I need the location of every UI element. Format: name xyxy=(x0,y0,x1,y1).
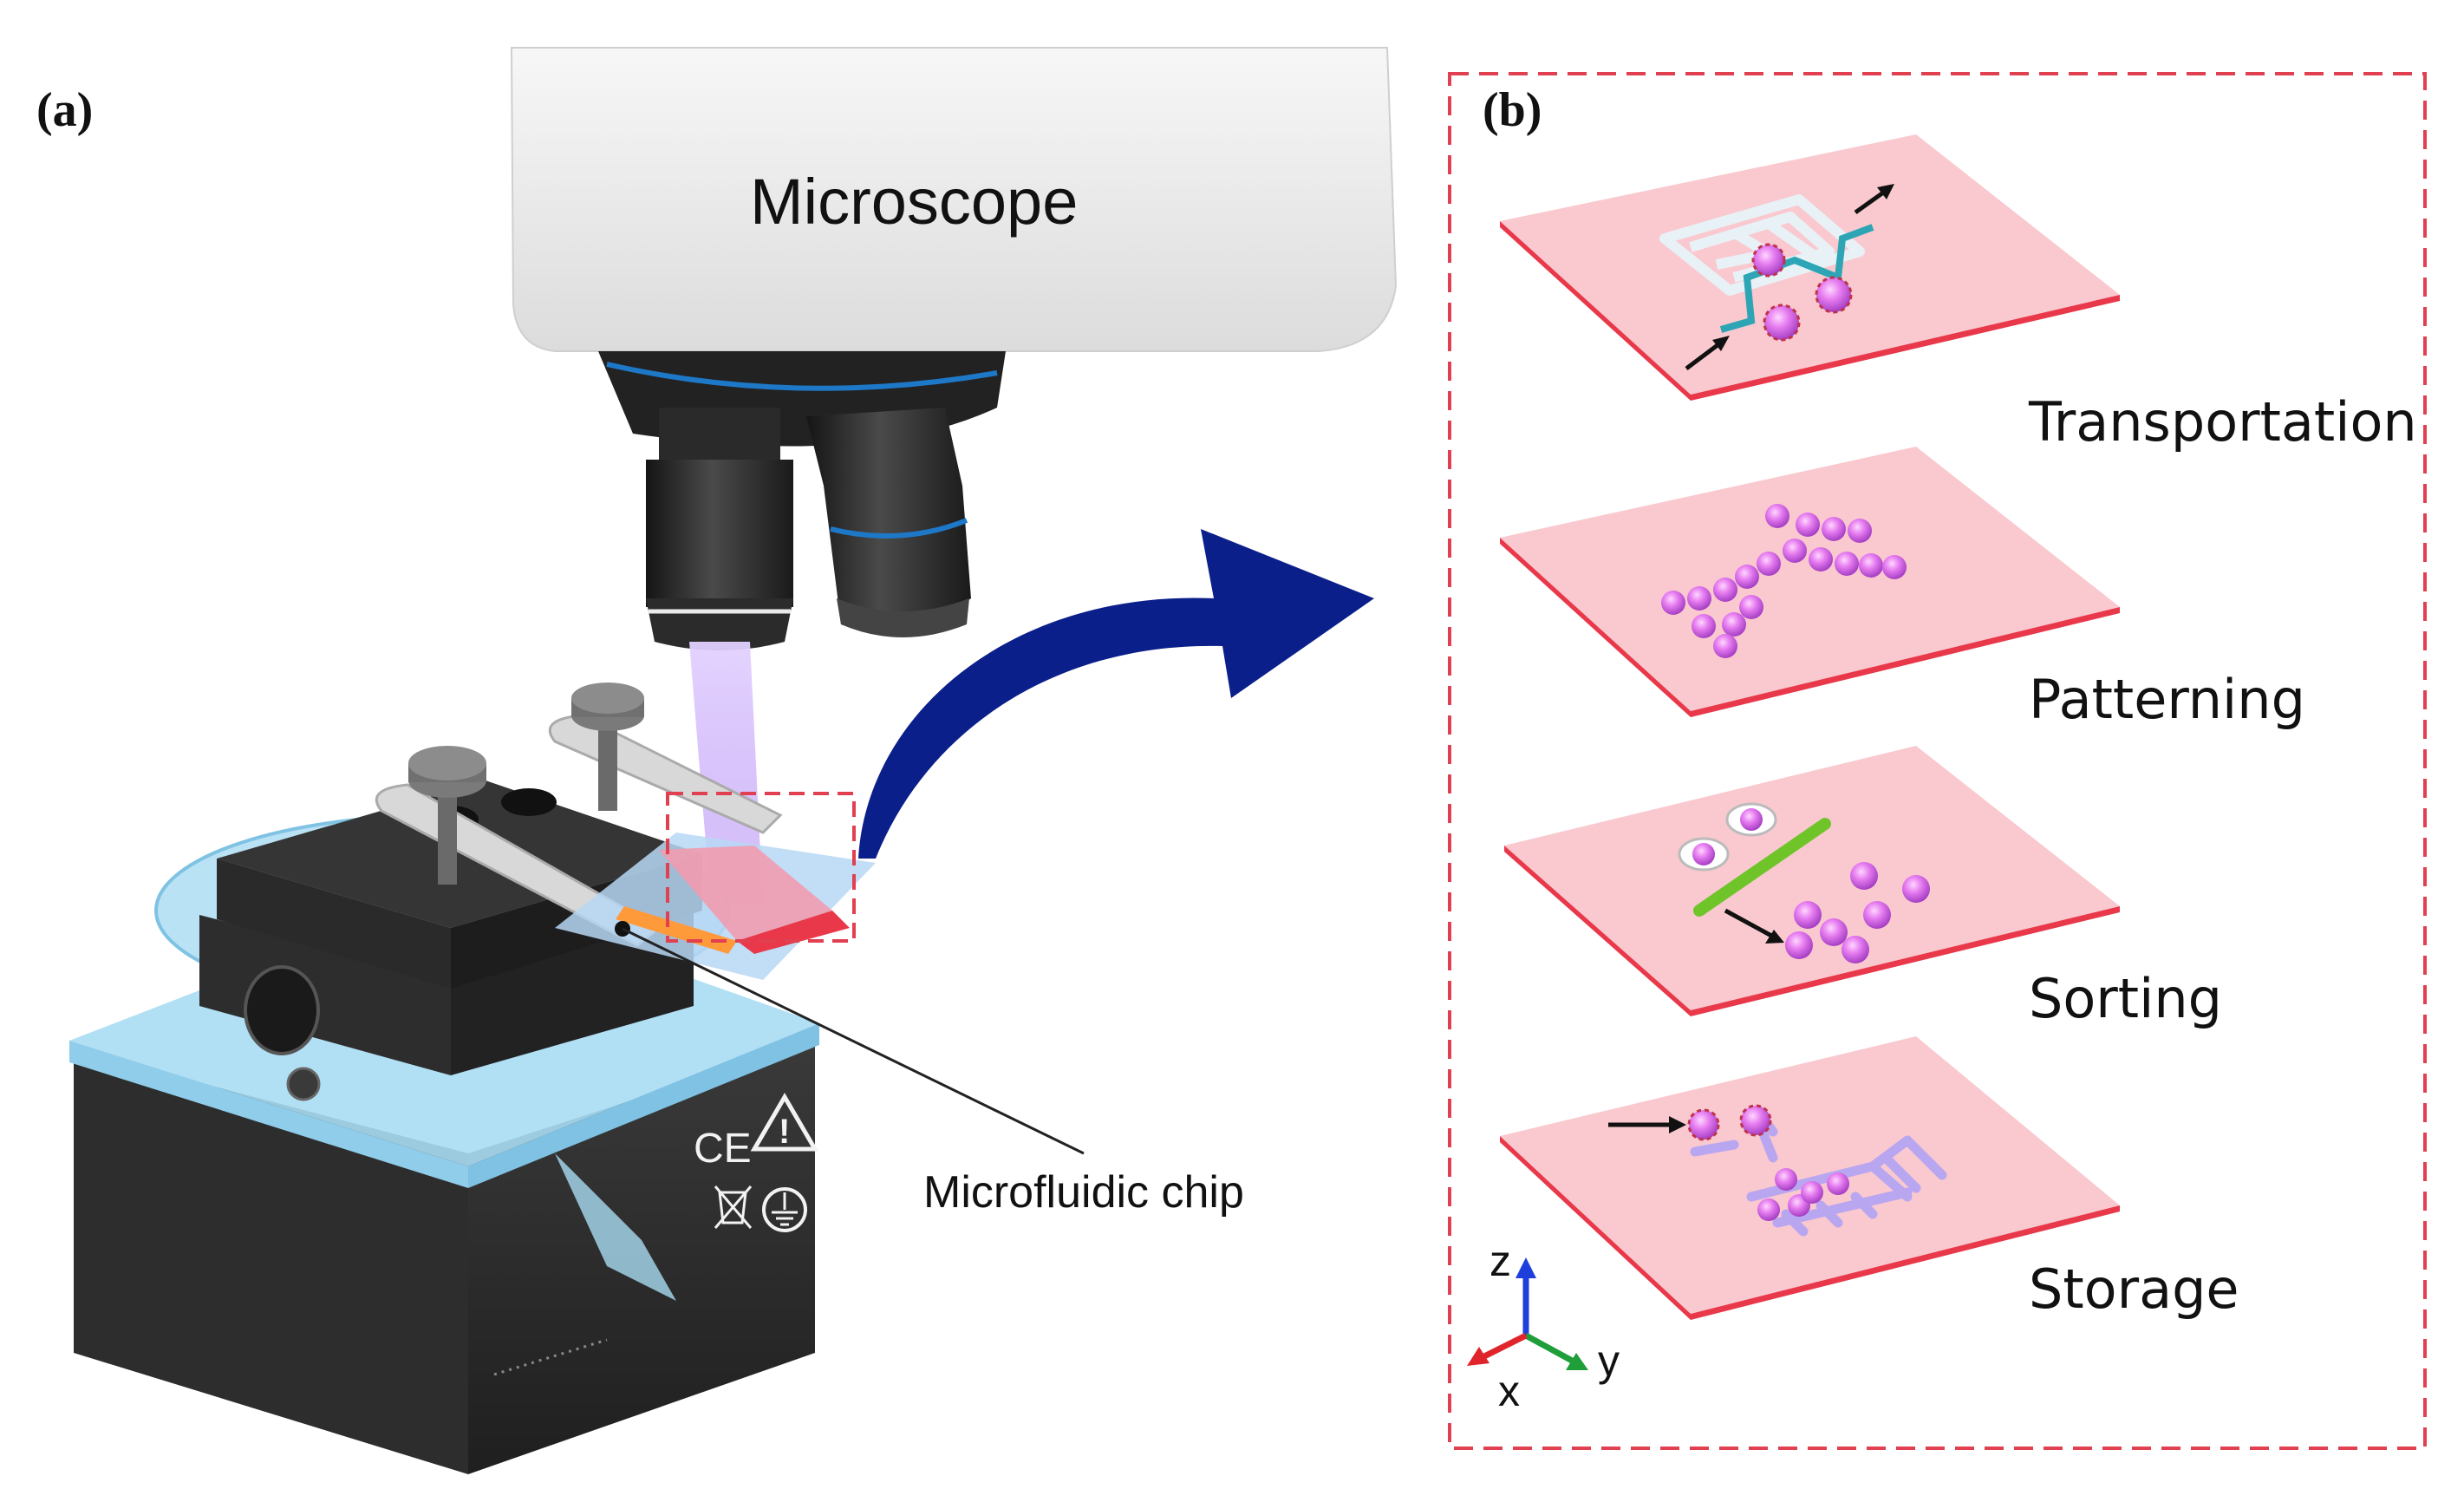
thumb-screw-right xyxy=(571,682,644,811)
storage-chambers xyxy=(1690,1109,1947,1237)
svg-text:!: ! xyxy=(779,1113,790,1151)
panel-b xyxy=(1448,72,2427,1450)
operation-label-patterning: Patterning xyxy=(2029,668,2305,731)
y-axis xyxy=(1524,1332,1575,1365)
microscope-body xyxy=(510,47,1398,352)
microfluidic-chip xyxy=(555,833,876,980)
thumb-screw-left xyxy=(408,746,486,885)
warning-icon xyxy=(750,1093,819,1152)
ground-icon xyxy=(762,1187,807,1232)
patterning-illustration xyxy=(1500,447,2120,717)
operation-label-sorting: Sorting xyxy=(2029,967,2222,1030)
microscope-label: Microscope xyxy=(750,166,1079,238)
maze xyxy=(1659,194,1865,296)
panel-a: CE ! xyxy=(69,47,1398,1474)
y-axis-label: y xyxy=(1598,1336,1620,1385)
inlet-arrow xyxy=(1685,341,1723,370)
objective-lens-secondary xyxy=(806,408,971,637)
transportation-illustration xyxy=(1500,134,2120,401)
objective-lens-primary xyxy=(646,408,793,650)
operation-label-transportation: Transportation xyxy=(2029,390,2417,454)
panel-b-label: (b) xyxy=(1483,83,1542,137)
x-axis-label: x xyxy=(1498,1367,1520,1415)
side-knob xyxy=(244,965,320,1055)
chip-leader-line xyxy=(622,927,1085,1155)
zoom-arrow xyxy=(858,529,1374,859)
sorting-arrow xyxy=(1724,908,1775,939)
sorter-bar xyxy=(1693,818,1831,917)
storage-illustration xyxy=(1500,1036,2120,1320)
outlet-arrow xyxy=(1854,188,1887,215)
microscope xyxy=(510,47,1398,650)
ce-mark: CE xyxy=(694,1126,752,1172)
z-axis-label: z xyxy=(1489,1237,1511,1285)
patterned-particles xyxy=(1661,504,1907,658)
transport-channel xyxy=(1719,224,1874,333)
panel-a-label: (a) xyxy=(36,83,94,137)
zoom-region-box xyxy=(666,792,856,943)
microfluidic-chip-label: Microfluidic chip xyxy=(923,1167,1244,1218)
x-axis xyxy=(1481,1332,1528,1361)
coordinate-axes xyxy=(1467,1257,1588,1370)
device-marks: CE ! xyxy=(694,1093,819,1232)
operation-label-storage: Storage xyxy=(2029,1257,2239,1321)
bin-crossed-icon xyxy=(714,1185,753,1229)
panel-b-frame xyxy=(1448,72,2427,1450)
sorting-illustration xyxy=(1504,746,2120,1016)
